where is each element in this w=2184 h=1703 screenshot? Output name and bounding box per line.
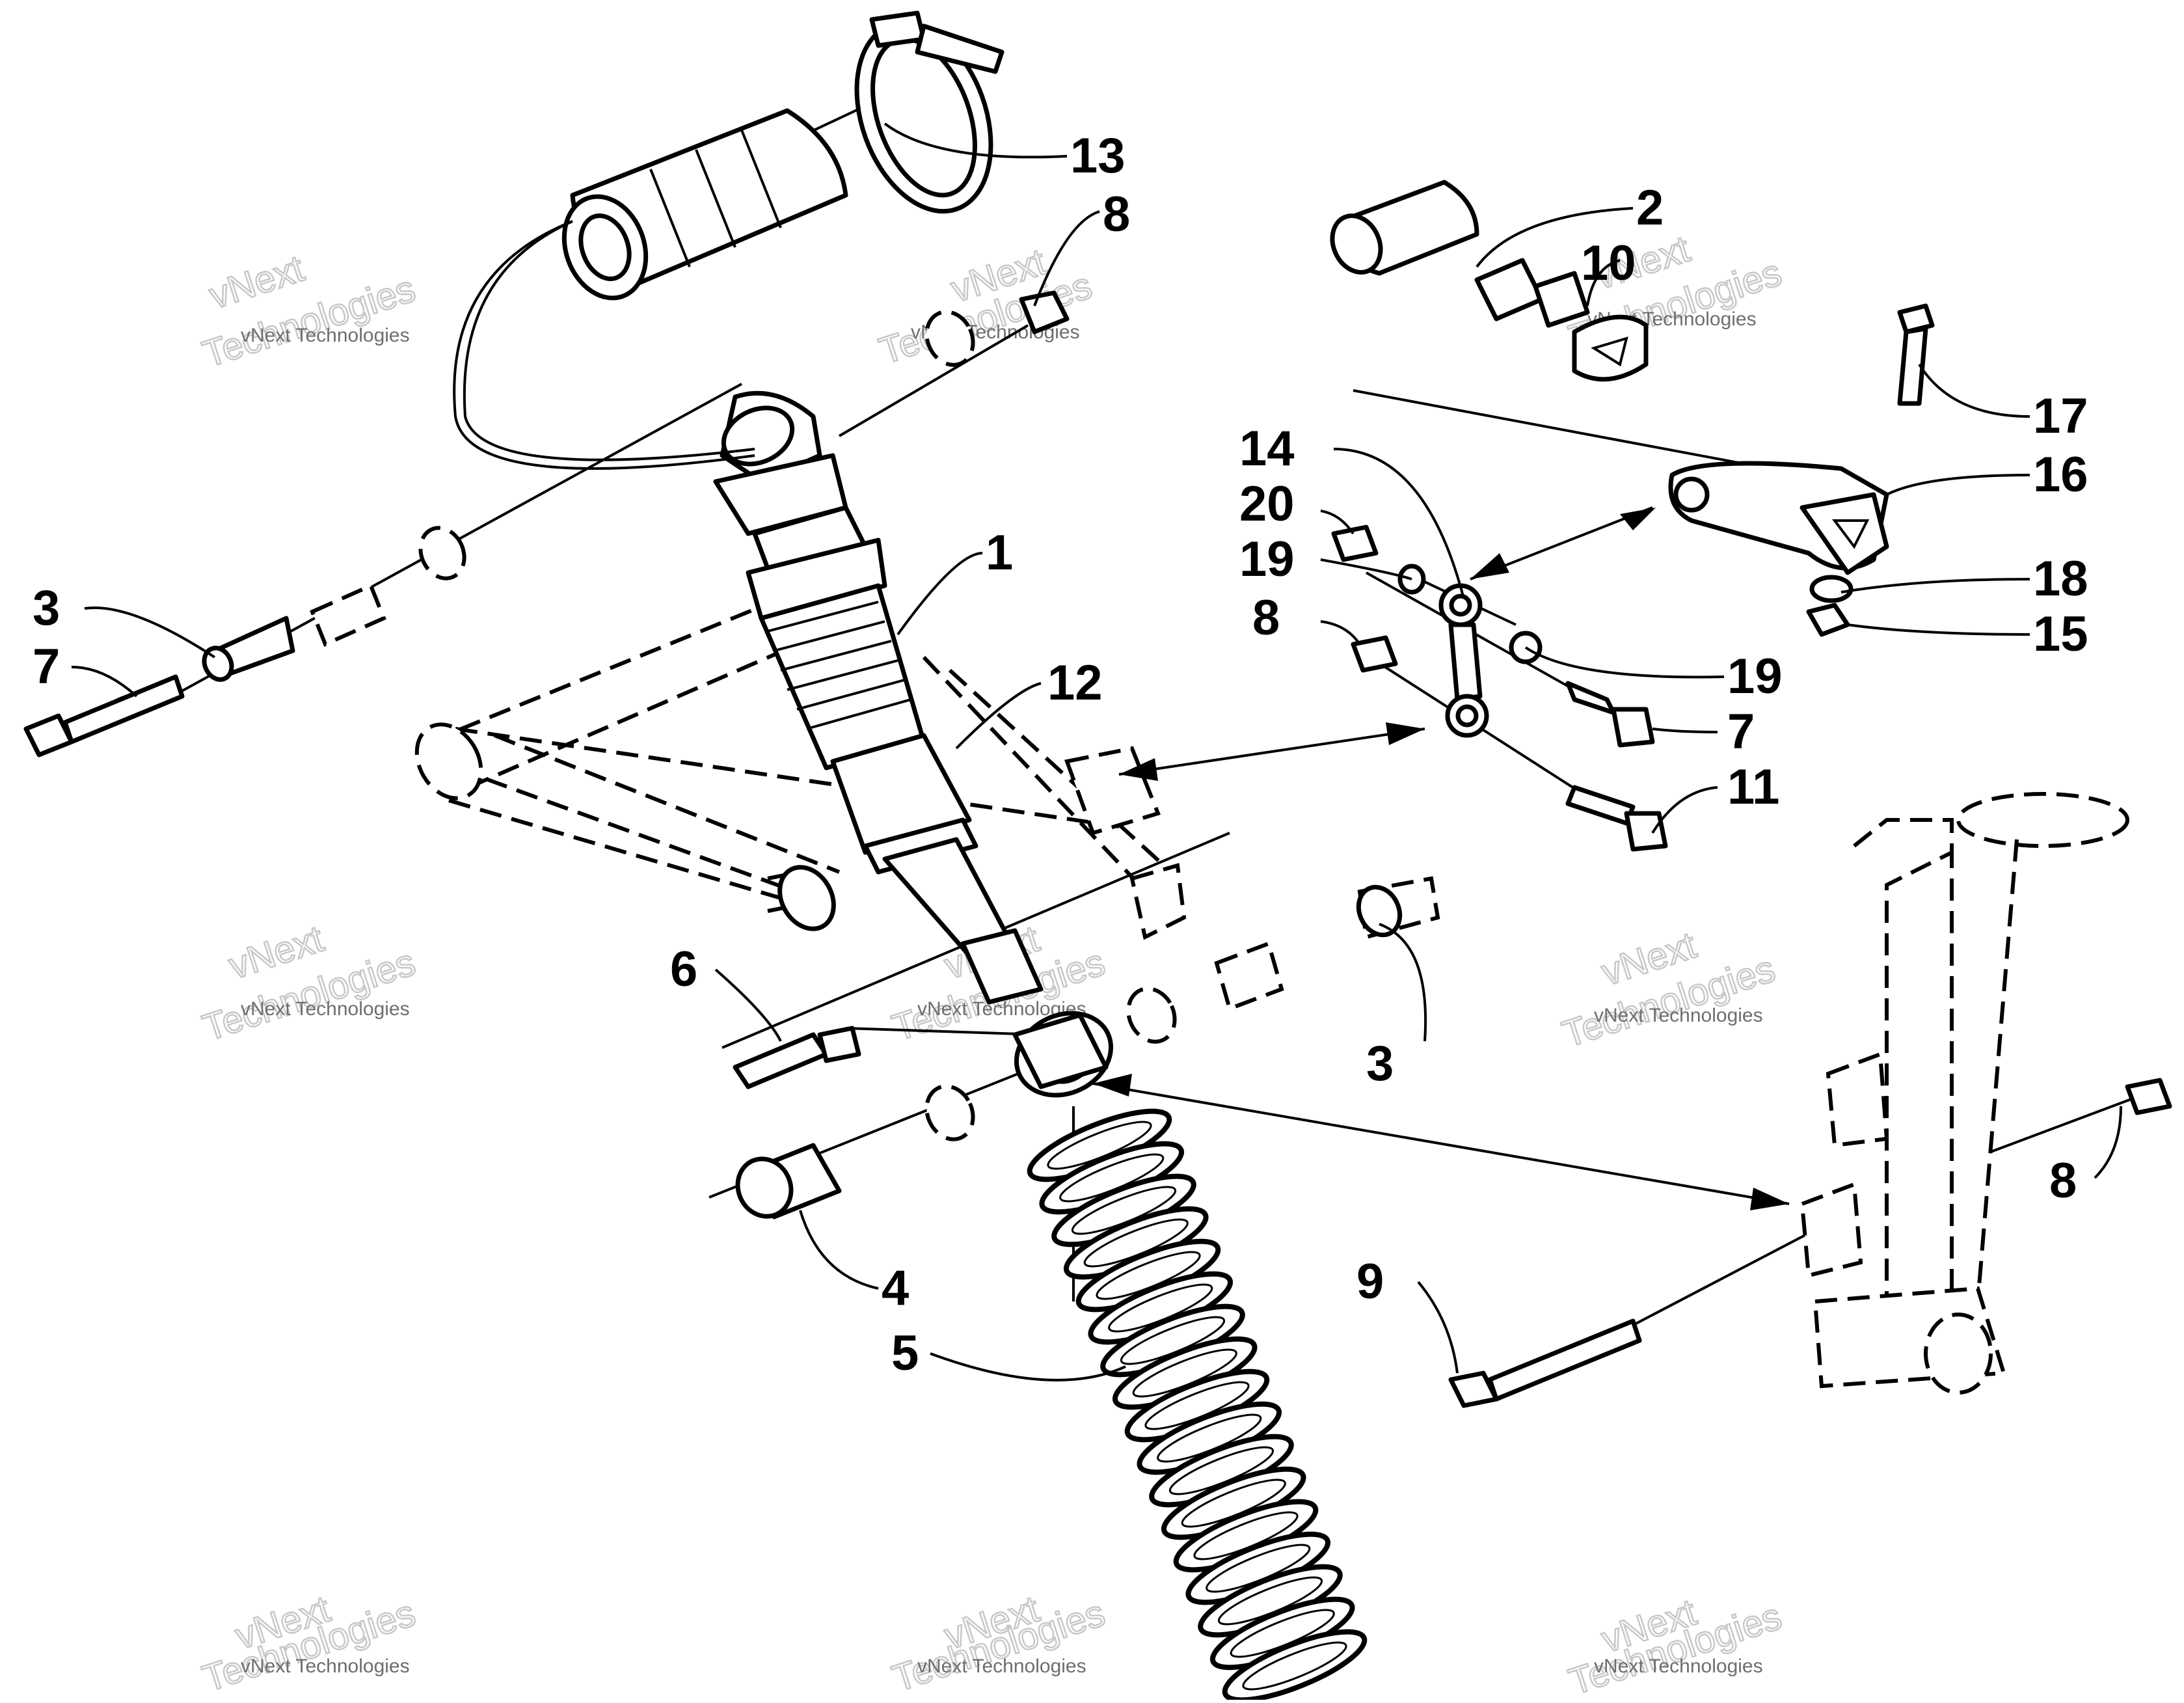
watermark: vNext Technologies vNext Technologies: [1563, 1590, 1788, 1703]
watermark-small: vNext Technologies: [241, 325, 410, 346]
callout-8: 8: [1103, 187, 1130, 242]
watermark-small: vNext Technologies: [1594, 1005, 1763, 1026]
watermark: vNext Technologies vNext Technologies: [197, 916, 422, 1050]
sway-bar-linkage: [1330, 180, 1935, 852]
arrow-head: [1470, 553, 1509, 579]
bolt-7-left: [23, 674, 185, 757]
watermark: vNext Technologies vNext Technologies: [1557, 923, 1781, 1056]
callout-9: 9: [1356, 1254, 1384, 1309]
callout-3: 3: [1366, 1036, 1394, 1091]
callout-17: 17: [2033, 388, 2088, 444]
callout-12: 12: [1047, 655, 1103, 711]
hose-clamp: [854, 10, 1004, 214]
coil-spring: [1027, 1108, 1368, 1703]
callout-19: 19: [1727, 649, 1783, 704]
callout-10: 10: [1581, 236, 1636, 291]
callout-14: 14: [1239, 421, 1295, 476]
watermark-small: vNext Technologies: [241, 998, 410, 1020]
callout-7: 7: [1727, 704, 1755, 759]
upper-bushings: [202, 310, 975, 682]
watermark: vNext Technologies vNext Technologies: [197, 1587, 422, 1700]
leader-lines: [71, 122, 2122, 1382]
callout-2: 2: [1636, 180, 1664, 236]
spindle-phantom: [1448, 792, 2172, 1408]
reservoir: [453, 108, 848, 470]
callout-1: 1: [986, 525, 1013, 580]
nut-8-upper: [1019, 290, 1070, 334]
reference-arrows: [1092, 506, 1790, 1210]
watermark: vNext Technologies vNext Technologies: [874, 239, 1098, 373]
callout-13: 13: [1070, 128, 1126, 184]
callout-19: 19: [1239, 532, 1295, 587]
callout-labels: 13 8 2 10 17 16 14 20 1 19 18 3 8 15 7 1…: [33, 128, 2088, 1381]
spring-coil: [1222, 1629, 1368, 1703]
callout-15: 15: [2033, 606, 2088, 662]
callout-7: 7: [33, 639, 60, 694]
callout-8: 8: [1252, 590, 1280, 646]
arrow-head: [1620, 508, 1656, 530]
callout-4: 4: [882, 1260, 909, 1316]
callout-11: 11: [1727, 759, 1779, 815]
callout-18: 18: [2033, 551, 2088, 606]
lower-mount: [733, 876, 1440, 1219]
callout-3: 3: [33, 580, 60, 636]
callout-8: 8: [2049, 1153, 2077, 1208]
watermark-small: vNext Technologies: [917, 1655, 1086, 1677]
callout-20: 20: [1239, 476, 1295, 532]
arrow-head: [1119, 758, 1158, 781]
watermark-small: vNext Technologies: [1594, 1655, 1763, 1677]
callout-5: 5: [891, 1326, 919, 1381]
arrow-head: [1386, 722, 1425, 745]
arrow-head: [1750, 1188, 1789, 1210]
shock-absorber: [713, 390, 1114, 1098]
watermark-small: vNext Technologies: [241, 1655, 410, 1677]
callout-16: 16: [2033, 447, 2088, 502]
arrow-head: [1093, 1074, 1132, 1097]
shock-threads: [767, 601, 911, 730]
watermark: vNext Technologies vNext Technologies: [197, 246, 422, 376]
spring-coil-inner: [1242, 1641, 1347, 1691]
callout-6: 6: [670, 942, 697, 997]
watermark: vNext Technologies vNext Technologies: [887, 1587, 1111, 1700]
